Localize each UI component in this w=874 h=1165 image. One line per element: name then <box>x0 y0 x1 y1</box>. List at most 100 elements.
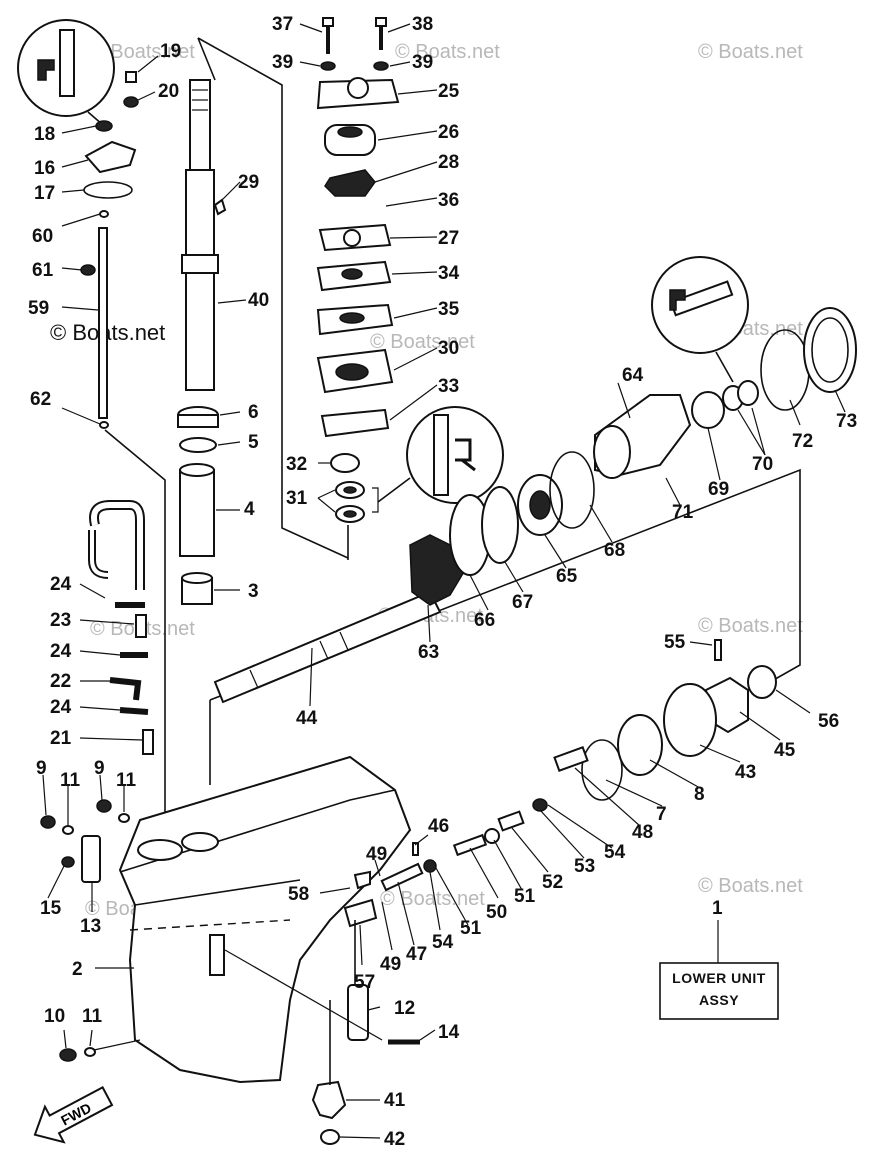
part-label-65: 65 <box>556 566 578 587</box>
watermark-8: © Boats.net <box>698 615 803 637</box>
part-label-35: 35 <box>438 299 460 320</box>
part-label-30: 30 <box>438 338 459 359</box>
detail-circle-right <box>651 256 749 383</box>
part-label-3: 3 <box>248 581 259 602</box>
part-label-20: 20 <box>158 81 179 102</box>
part-label-64: 64 <box>622 365 644 386</box>
part-label-34: 34 <box>438 263 460 284</box>
detail-circle-left <box>17 19 115 126</box>
part-label-29: 29 <box>238 172 259 193</box>
watermark-11: © Boats.net <box>698 875 803 897</box>
watermark-4: © Boats.net <box>370 331 475 353</box>
lower-unit-assy-box: LOWER UNIT ASSY <box>659 962 779 1020</box>
part-label-60: 60 <box>32 226 53 247</box>
part-label-43: 43 <box>735 762 756 783</box>
part-label-22: 22 <box>50 671 71 692</box>
part-label-44: 44 <box>296 708 318 729</box>
part-label-12: 12 <box>394 998 415 1019</box>
part-label-42: 42 <box>384 1129 405 1150</box>
part-label-5: 5 <box>248 432 259 453</box>
part-label-31: 31 <box>286 488 308 509</box>
part-label-67: 67 <box>512 592 533 613</box>
part-label-16: 16 <box>34 158 55 179</box>
part-label-13: 13 <box>80 916 101 937</box>
part-label-58: 58 <box>288 884 309 905</box>
part-label-52: 52 <box>542 872 563 893</box>
part-label-57: 57 <box>354 972 375 993</box>
part-label-47: 47 <box>406 944 427 965</box>
hardware-left <box>40 799 130 1062</box>
stud-59 <box>98 227 108 419</box>
drive-shaft-40 <box>181 79 219 391</box>
guide-lines <box>104 37 801 840</box>
part-label-41: 41 <box>384 1090 406 1111</box>
gear-assembly-right <box>409 307 857 606</box>
part-label-9-b: 9 <box>94 758 105 779</box>
part-label-1: 1 <box>712 898 723 919</box>
bolts-top <box>320 17 389 71</box>
part-label-19: 19 <box>160 41 181 62</box>
part-label-8: 8 <box>694 784 705 805</box>
part-label-39-right: 39 <box>412 52 433 73</box>
detail-circle-mid <box>377 406 504 504</box>
part-label-25: 25 <box>438 81 460 102</box>
part-label-2: 2 <box>72 959 83 980</box>
watermark-2: © Boats.net <box>395 41 500 63</box>
part-label-66: 66 <box>474 610 495 631</box>
part-label-72: 72 <box>792 431 813 452</box>
part-label-33: 33 <box>438 376 459 397</box>
shift-parts <box>311 870 420 1145</box>
part-label-27: 27 <box>438 228 459 249</box>
part-label-51-b: 51 <box>460 918 482 939</box>
part-label-24-c: 24 <box>50 697 72 718</box>
part-label-68: 68 <box>604 540 625 561</box>
part-label-28: 28 <box>438 152 459 173</box>
watermark-10: © Boats.net <box>380 888 485 910</box>
hoses-left <box>88 500 154 755</box>
watermark-3: © Boats.net <box>698 41 803 63</box>
part-label-40: 40 <box>248 290 269 311</box>
part-label-56: 56 <box>818 711 839 732</box>
part-label-36: 36 <box>438 190 459 211</box>
part-label-24-a: 24 <box>50 574 72 595</box>
part-label-18: 18 <box>34 124 55 145</box>
part-label-46: 46 <box>428 816 449 837</box>
part-label-21: 21 <box>50 728 72 749</box>
watermark-1: © Boats.net <box>90 41 195 63</box>
part-label-49-b: 49 <box>380 954 401 975</box>
assy-box-line1: LOWER UNIT <box>672 970 766 986</box>
fwd-arrow: FWD <box>33 1086 114 1144</box>
part-label-69: 69 <box>708 479 729 500</box>
part-label-50: 50 <box>486 902 507 923</box>
part-label-45: 45 <box>774 740 796 761</box>
part-label-24-b: 24 <box>50 641 72 662</box>
gearcase-housing <box>118 755 412 1084</box>
part-label-63: 63 <box>418 642 439 663</box>
clutch-assembly <box>380 639 777 892</box>
part-label-14: 14 <box>438 1022 460 1043</box>
part-label-73: 73 <box>836 411 857 432</box>
part-label-54-a: 54 <box>604 842 626 863</box>
part-label-11-a: 11 <box>60 770 81 791</box>
part-label-54-b: 54 <box>432 932 454 953</box>
part-label-55: 55 <box>664 632 686 653</box>
part-label-61: 61 <box>32 260 54 281</box>
part-label-26: 26 <box>438 122 459 143</box>
part-label-11-c: 11 <box>82 1006 103 1027</box>
part-label-11-b: 11 <box>116 770 137 791</box>
part-label-23: 23 <box>50 610 71 631</box>
part-label-37: 37 <box>272 14 293 35</box>
part-label-62: 62 <box>30 389 51 410</box>
shaft-parts <box>177 406 219 605</box>
part-label-6: 6 <box>248 402 259 423</box>
part-label-4: 4 <box>244 499 255 520</box>
part-label-39-left: 39 <box>272 52 293 73</box>
part-label-53: 53 <box>574 856 595 877</box>
propeller-shaft-44 <box>213 590 442 704</box>
part-label-48: 48 <box>632 822 653 843</box>
leader-lines <box>42 23 846 1139</box>
part-label-38: 38 <box>412 14 433 35</box>
part-label-7: 7 <box>656 804 667 825</box>
part-label-15: 15 <box>40 898 62 919</box>
